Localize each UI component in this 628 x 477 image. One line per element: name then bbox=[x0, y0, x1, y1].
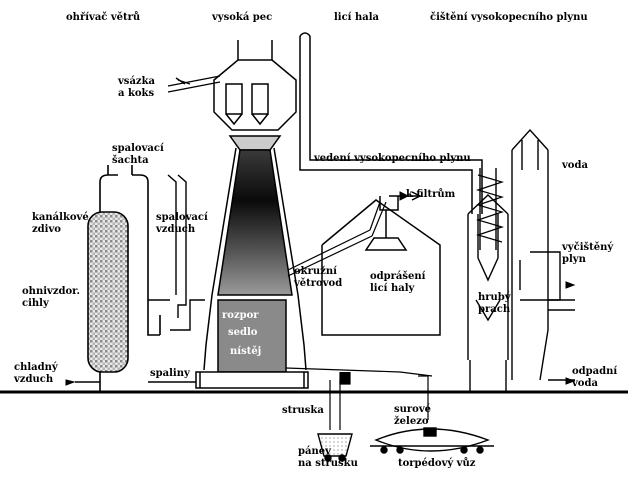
torpedo-car bbox=[370, 427, 494, 454]
label-slag: struska bbox=[282, 405, 324, 416]
label-hearth: nístěj bbox=[230, 346, 262, 357]
label-flue-gas: spaliny bbox=[150, 368, 190, 379]
gas-cleaning bbox=[467, 128, 575, 392]
tapping-runner bbox=[285, 367, 433, 430]
slag-pot bbox=[317, 433, 353, 462]
ring-main bbox=[287, 201, 387, 277]
cast-house bbox=[321, 191, 441, 336]
label-water: voda bbox=[562, 160, 588, 171]
dust-catcher-coil bbox=[475, 174, 505, 243]
label-bosh: rozpor bbox=[222, 310, 259, 321]
header-casthouse: licí hala bbox=[334, 12, 379, 23]
hot-blast-stove bbox=[75, 165, 200, 392]
label-saddle: sedlo bbox=[228, 327, 258, 338]
label-to-filters: k filtrům bbox=[406, 189, 456, 200]
label-torpedo: torpédový vůz bbox=[398, 458, 476, 469]
combustion-shaft bbox=[167, 174, 205, 331]
label-gas-pipe: vedení vysokopecního plynu bbox=[314, 153, 471, 164]
flow-arrows bbox=[65, 191, 576, 386]
label-refractory: ohnivzdor.cihly bbox=[22, 286, 80, 309]
header-furnace: vysoká pec bbox=[212, 12, 273, 23]
header-stoves: ohřívač větrů bbox=[66, 12, 141, 23]
gas-pipe bbox=[299, 32, 483, 214]
blast-furnace bbox=[195, 40, 309, 389]
stove-checker-bricks bbox=[87, 211, 129, 373]
charge-conveyor bbox=[167, 75, 221, 93]
header-gas-cleaning: čištění vysokopecního plynu bbox=[430, 12, 588, 23]
